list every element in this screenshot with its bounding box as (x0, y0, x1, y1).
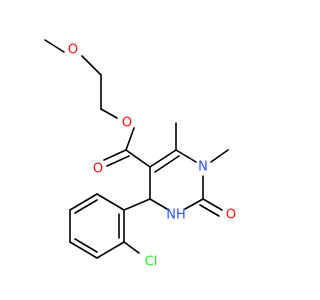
bond-methyl-oether (44, 39, 65, 53)
bond-ph5-ph6-inner (74, 199, 98, 214)
bond-ph2-cl (123, 241, 140, 254)
atom-o-urea-label: O (226, 208, 236, 223)
atom-cl: Cl (145, 255, 158, 270)
bond-ph5-ph6 (69, 193, 98, 211)
bond-ch2b-oester (100, 108, 118, 119)
bond-c6-n1 (175, 149, 197, 163)
bond-ph3-ph4 (69, 241, 98, 259)
bond-n3-c4 (149, 198, 168, 210)
bond-ph3-ph4-inner (74, 238, 98, 253)
bond-ccarbonyl-ocarbonyl-2 (106, 155, 130, 167)
bond-oether-ch2a (81, 55, 102, 76)
atom-labels: O O O N NH O Cl (68, 43, 236, 270)
atom-cl-label: Cl (145, 255, 158, 270)
molecule-structure: O O O N NH O Cl (44, 39, 236, 270)
atom-o-carbonyl-ester-label: O (93, 162, 103, 177)
bond-ccarbonyl-ocarbonyl-1 (103, 149, 127, 161)
bond-c5-c6-2 (154, 155, 180, 173)
atom-o-ether: O (68, 43, 78, 58)
bond-oester-ccarbonyl (125, 127, 135, 151)
bond-c2-ourea-2 (199, 204, 220, 217)
bonds (44, 39, 229, 259)
atom-n1: N (198, 160, 208, 175)
atom-o-ester-label: O (122, 116, 132, 131)
bond-c5-c6-1 (149, 149, 177, 168)
atom-o-carbonyl-ester: O (93, 162, 103, 177)
bond-ph6-ph1 (96, 193, 125, 211)
atom-o-ether-label: O (68, 43, 78, 58)
atom-n3-label: NH (166, 208, 186, 223)
atom-n3: NH (166, 208, 186, 223)
bond-ph2-ph3 (96, 241, 125, 259)
atom-o-urea: O (226, 208, 236, 223)
bond-c4-ph1 (123, 198, 151, 211)
atom-n1-label: N (198, 160, 208, 175)
atom-o-ester: O (122, 116, 132, 131)
bond-n1-methyl (210, 149, 229, 163)
bond-c2-n3 (184, 198, 204, 210)
bond-c2-ourea-1 (202, 198, 223, 211)
bond-ccarbonyl-c5 (125, 149, 151, 168)
